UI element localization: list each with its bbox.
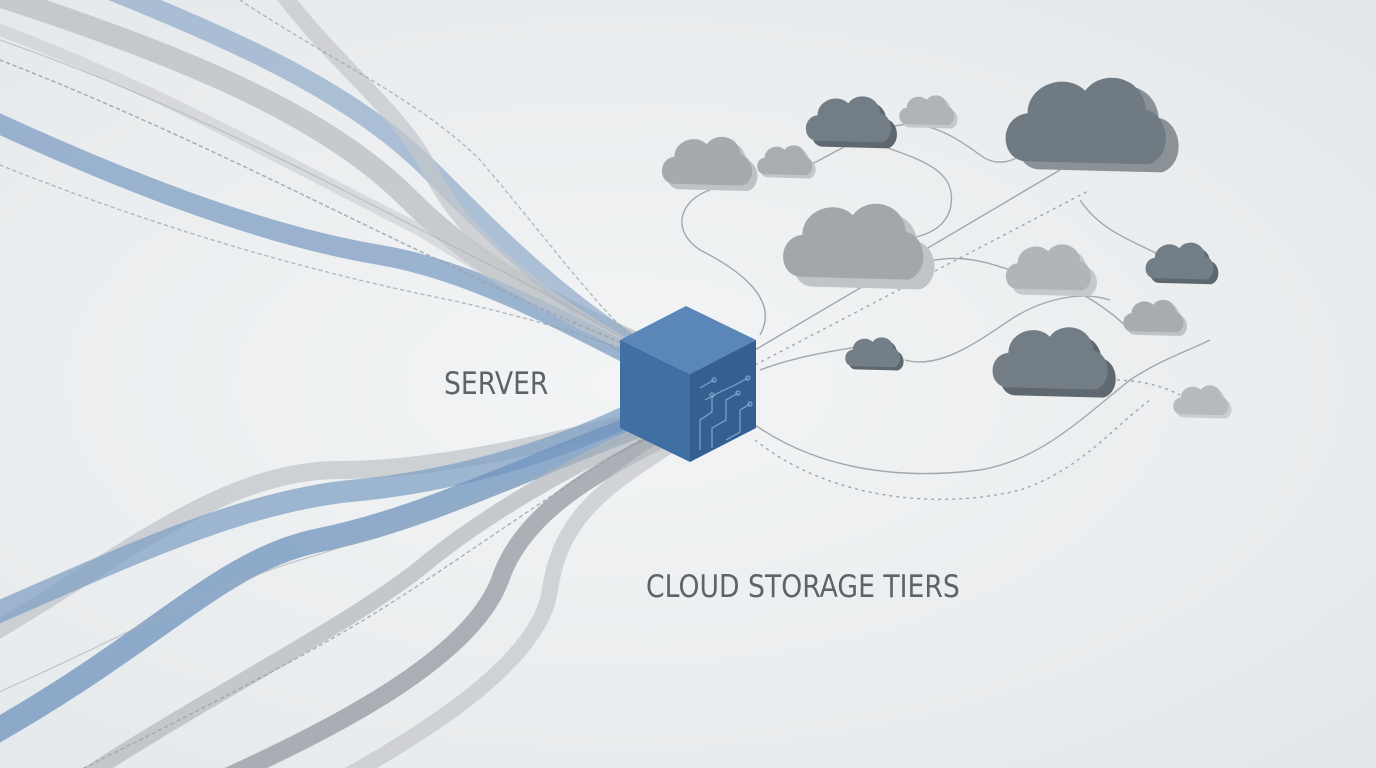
stream-thin-2 [0,429,641,693]
stream-dotted-1 [0,59,641,351]
cloud-group [662,77,1232,419]
connector-3 [681,189,766,336]
connector-9 [754,339,1211,475]
cloud-icon[interactable] [899,95,958,129]
cloud-icon[interactable] [1145,242,1219,285]
stream-dotted-4 [82,439,641,768]
stream-gray-5 [83,422,658,768]
cloud-icon[interactable] [805,96,897,149]
stream-gray-7 [345,437,678,768]
connector-8 [904,295,1111,363]
stream-thin-1 [0,39,641,349]
stream-gray-6 [224,431,669,768]
cloud-icon[interactable] [1173,385,1232,419]
cloud-icon[interactable] [845,337,904,371]
stream-gray-3 [0,24,646,358]
outgoing-streams [0,399,678,768]
cloud-connectors [681,123,1211,501]
server-label: SERVER [444,366,549,402]
connector-12 [1109,379,1181,396]
cloud-icon[interactable] [662,136,758,191]
connector-11 [1079,199,1161,256]
circuit-icon [699,375,753,450]
cloud-icon[interactable] [757,145,816,179]
stream-blue-2 [0,113,650,370]
incoming-streams [0,0,651,370]
stream-dotted-2 [0,164,641,357]
cloud-icon[interactable] [783,203,935,290]
cloud-storage-label: CLOUD STORAGE TIERS [646,569,960,605]
stream-dotted-3 [239,0,641,346]
cloud-icon[interactable] [1005,77,1179,173]
server-cube-front [620,340,690,462]
connector-10 [754,399,1151,501]
server-cube-icon[interactable] [620,306,756,462]
cloud-icon[interactable] [1005,244,1097,297]
stream-blue-4 [0,413,652,743]
server-cube-top [620,306,756,374]
cloud-icon[interactable] [1123,299,1188,336]
cloud-icon[interactable] [992,327,1116,398]
